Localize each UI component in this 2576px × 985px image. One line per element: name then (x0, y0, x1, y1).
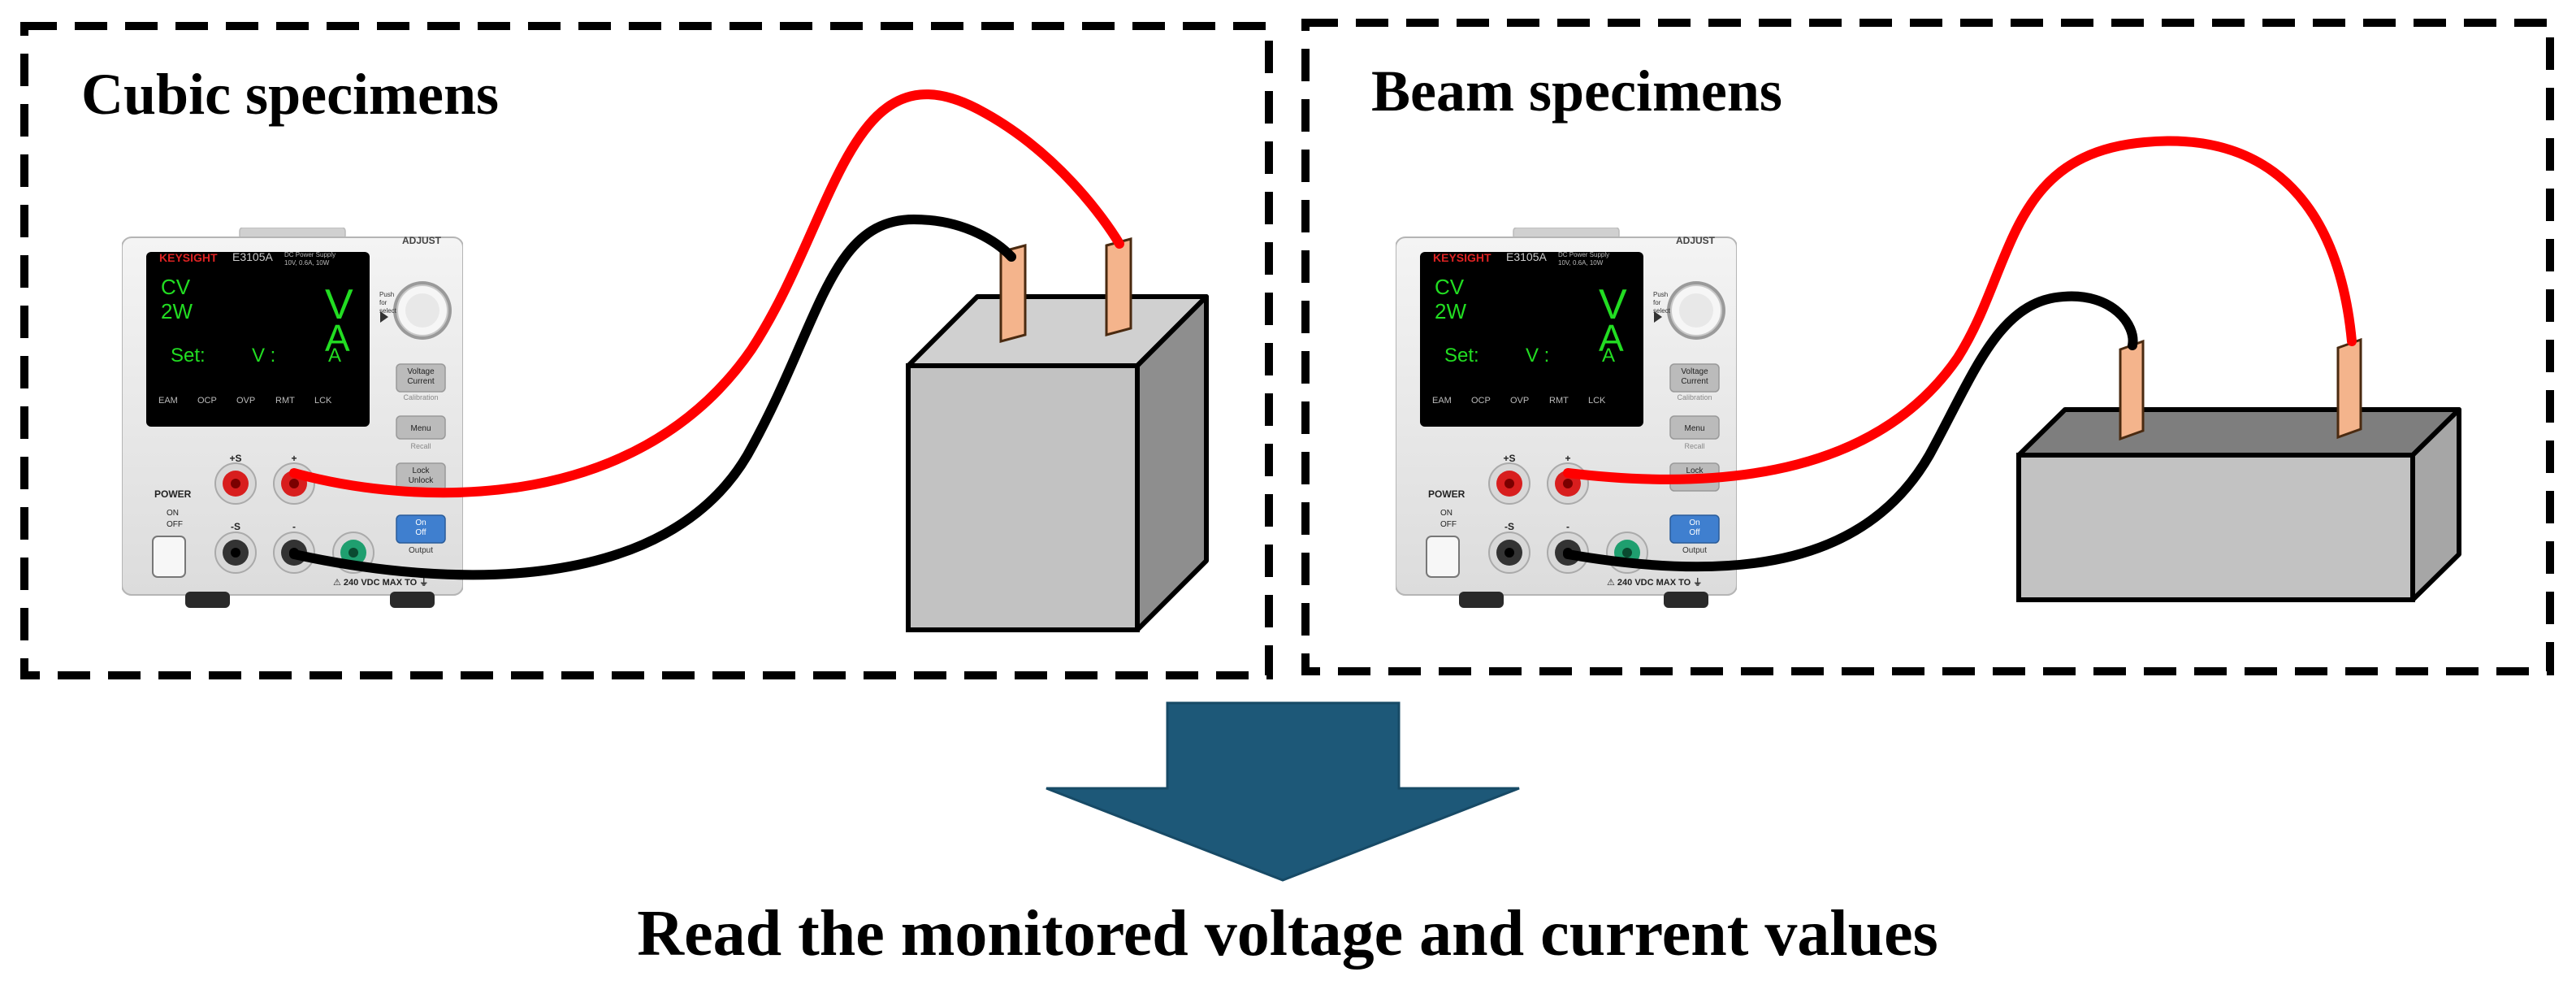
power-supply-left: KEYSIGHT E3105A DC Power Supply 10V, 0.6… (122, 228, 463, 609)
set-current-unit: A (328, 345, 341, 367)
function-key-label: RMT (1549, 396, 1569, 406)
spec-line-1: DC Power Supply (1558, 251, 1609, 258)
sense-plus-label: +S (229, 453, 241, 464)
recall-label: Recall (410, 442, 431, 450)
function-key-label: OVP (1510, 396, 1529, 406)
current-unit: A (1599, 317, 1624, 359)
electrode-positive (2336, 337, 2362, 440)
lock-button-label: Unlock (409, 476, 435, 485)
voltage-warning: ⚠ 240 VDC MAX TO ⏚ (1607, 577, 1702, 588)
calibration-label: Calibration (403, 393, 438, 401)
output-label: Output (1682, 546, 1707, 555)
beam-panel-title: Beam specimens (1371, 59, 1782, 124)
spec-line-1: DC Power Supply (284, 251, 336, 258)
calibration-label: Calibration (1677, 393, 1712, 401)
set-label: Set: (171, 345, 206, 367)
output-button-label: On (415, 519, 426, 527)
electrode-negative (2119, 339, 2145, 441)
function-key-label: RMT (275, 396, 295, 406)
sense-minus-label: -S (231, 521, 240, 532)
recall-label: Recall (1684, 442, 1704, 450)
sense-plus-label: +S (1503, 453, 1515, 464)
beam-specimen (2016, 407, 2461, 602)
push-label: Push (1653, 291, 1668, 298)
model-label: E3105A (232, 250, 273, 263)
black-lead-cubic (289, 214, 1016, 580)
down-arrow-icon (1046, 701, 1520, 882)
cubic-panel-frame (20, 22, 1273, 679)
push-label: Push (379, 291, 394, 298)
minus-label: - (1566, 521, 1569, 532)
function-key-label: OCP (1471, 396, 1491, 406)
set-label: Set: (1444, 345, 1479, 367)
set-current-unit: A (1602, 345, 1615, 367)
plus-label: + (1565, 453, 1570, 464)
voltage-current-button-label: Voltage (407, 367, 435, 376)
brand-logo: KEYSIGHT (159, 251, 218, 264)
current-unit: A (325, 317, 350, 359)
output-button-label: Off (415, 528, 426, 537)
on-label: ON (167, 509, 179, 518)
function-key-label: EAM (1432, 396, 1452, 406)
voltage-current-button-label: Voltage (1681, 367, 1708, 376)
power-label: POWER (154, 488, 192, 500)
power-readout: 2W (1435, 299, 1466, 323)
set-voltage-unit: V : (1526, 345, 1549, 367)
beam-panel-frame (1301, 19, 2554, 675)
output-button-label: Off (1689, 528, 1699, 537)
knob-label: ADJUST (402, 235, 442, 246)
minus-label: - (292, 521, 296, 532)
function-key-label: LCK (1588, 396, 1606, 406)
red-lead-beam (1563, 136, 2357, 484)
voltage-warning: ⚠ 240 VDC MAX TO ⏚ (333, 577, 428, 588)
push-label: for (1653, 299, 1661, 306)
voltage-current-button-label: Current (1681, 377, 1708, 386)
beam-top-face (2016, 407, 2461, 458)
beam-electrodes (2119, 337, 2362, 441)
function-key-label: LCK (314, 396, 332, 406)
knob-label: ADJUST (1676, 235, 1716, 246)
mode-readout: CV (161, 275, 191, 299)
off-label: OFF (1440, 520, 1457, 529)
output-label: Output (409, 546, 433, 555)
beam-front-face (2016, 453, 2415, 602)
function-key-label: EAM (158, 396, 178, 406)
on-label: ON (1440, 509, 1453, 518)
push-label: for (379, 299, 387, 306)
model-label: E3105A (1506, 250, 1547, 263)
menu-button-label: Menu (410, 424, 431, 433)
electrode-positive (1105, 237, 1132, 336)
push-label: select (1653, 307, 1671, 315)
power-label: POWER (1428, 488, 1466, 500)
plus-label: + (291, 453, 297, 464)
caption: Read the monitored voltage and current v… (637, 898, 1937, 970)
sense-minus-label: -S (1504, 521, 1514, 532)
output-button-label: On (1689, 519, 1699, 527)
off-label: OFF (167, 520, 183, 529)
spec-line-2: 10V, 0.6A, 10W (1558, 259, 1604, 267)
voltage-current-button-label: Current (407, 377, 435, 386)
electrode-negative (999, 244, 1027, 343)
function-key-row: EAM OCP OVP RMT LCK (1432, 396, 1606, 406)
set-voltage-unit: V : (252, 345, 275, 367)
function-key-label: OCP (197, 396, 217, 406)
brand-logo: KEYSIGHT (1433, 251, 1491, 264)
cubic-panel-title: Cubic specimens (81, 62, 499, 127)
red-lead-cubic (289, 89, 1124, 498)
power-readout: 2W (161, 299, 193, 323)
spec-line-2: 10V, 0.6A, 10W (284, 259, 330, 267)
function-key-row: EAM OCP OVP RMT LCK (158, 396, 332, 406)
menu-button-label: Menu (1684, 424, 1704, 433)
cubic-specimen (906, 294, 1209, 632)
lock-button-label: Lock (1686, 466, 1704, 475)
mode-readout: CV (1435, 275, 1465, 299)
voltage-unit: V (325, 281, 353, 328)
cube-front-face (906, 363, 1140, 632)
function-key-label: OVP (236, 396, 255, 406)
lock-button-label: Lock (412, 466, 430, 475)
push-label: select (379, 307, 397, 315)
black-lead-beam (1563, 291, 2138, 572)
voltage-unit: V (1599, 281, 1627, 328)
